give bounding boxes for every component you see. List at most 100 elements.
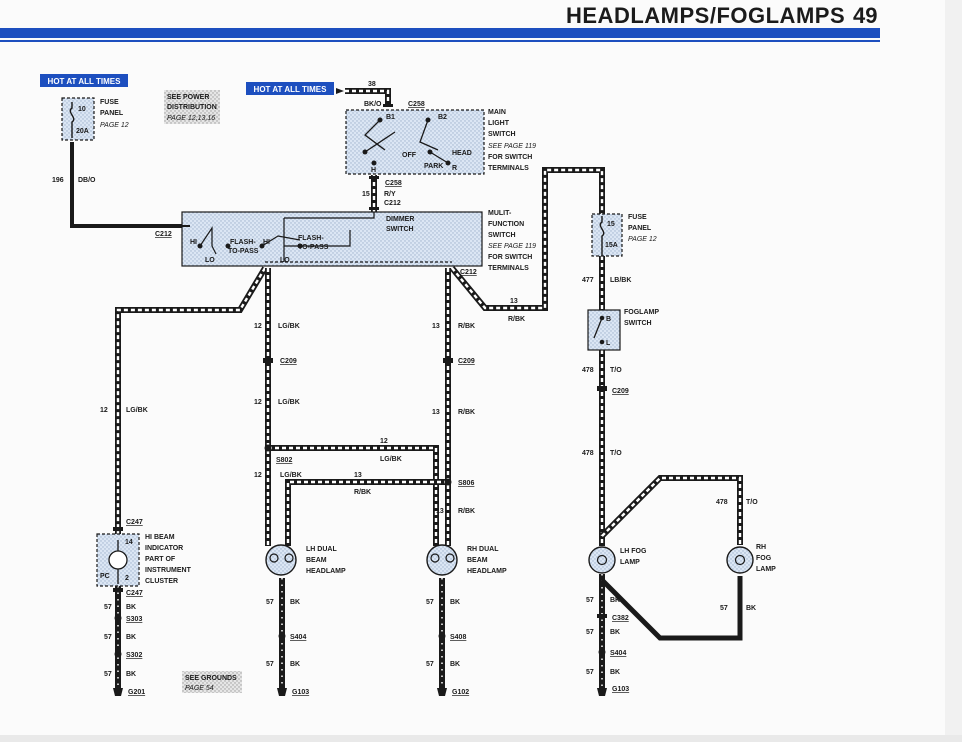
svg-text:C258: C258 — [385, 180, 402, 187]
svg-text:SEE GROUNDS: SEE GROUNDS — [185, 675, 237, 682]
svg-text:PC: PC — [100, 573, 110, 580]
svg-text:SEE POWER: SEE POWER — [167, 94, 209, 101]
svg-text:57: 57 — [586, 669, 594, 676]
svg-text:R/BK: R/BK — [458, 409, 475, 416]
svg-text:HI: HI — [263, 239, 270, 246]
svg-text:14: 14 — [125, 539, 133, 546]
note-grounds: SEE GROUNDS PAGE 54 — [182, 671, 242, 693]
svg-text:B1: B1 — [386, 114, 395, 121]
svg-text:HEADLAMP: HEADLAMP — [467, 568, 507, 575]
svg-text:HI: HI — [190, 239, 197, 246]
svg-text:G103: G103 — [292, 689, 309, 696]
svg-text:PAGE 12: PAGE 12 — [628, 236, 657, 243]
wire-labels: 38 BK/O 196 DB/O 15 R/Y 13 R/BK 477 LB/B… — [52, 81, 758, 678]
svg-text:SWITCH: SWITCH — [386, 226, 414, 233]
svg-text:OFF: OFF — [402, 152, 417, 159]
svg-text:FOGLAMP: FOGLAMP — [624, 309, 659, 316]
svg-text:HOT AT ALL TIMES: HOT AT ALL TIMES — [48, 77, 122, 86]
svg-text:57: 57 — [266, 661, 274, 668]
wire-13-top — [449, 167, 605, 311]
svg-text:13: 13 — [354, 472, 362, 479]
svg-text:C247: C247 — [126, 590, 143, 597]
svg-text:BK/O: BK/O — [364, 101, 382, 108]
svg-text:BK: BK — [610, 629, 620, 636]
svg-text:C209: C209 — [612, 388, 629, 395]
svg-text:57: 57 — [426, 661, 434, 668]
svg-text:FUSE: FUSE — [628, 214, 647, 221]
svg-text:57: 57 — [104, 604, 112, 611]
svg-text:SEE PAGE 119: SEE PAGE 119 — [488, 143, 536, 150]
svg-text:C382: C382 — [612, 615, 629, 622]
svg-text:R/Y: R/Y — [384, 191, 396, 198]
note-power-distribution: SEE POWER DISTRIBUTION PAGE 12,13,16 — [164, 90, 220, 124]
svg-text:15: 15 — [362, 191, 370, 198]
ground-icon — [113, 688, 607, 696]
svg-text:LG/BK: LG/BK — [278, 399, 300, 406]
svg-text:LO: LO — [280, 257, 290, 264]
svg-text:BK: BK — [610, 597, 620, 604]
svg-text:C209: C209 — [280, 358, 297, 365]
svg-text:PARK: PARK — [424, 163, 443, 170]
svg-text:PANEL: PANEL — [628, 225, 652, 232]
page-number: 49 — [853, 3, 878, 28]
multifunction-switch: HI LO HI LO FLASH- TO-PASS FLASH- TO-PAS… — [181, 210, 536, 272]
svg-text:SEE PAGE 119: SEE PAGE 119 — [488, 243, 536, 250]
svg-text:T/O: T/O — [746, 499, 758, 506]
svg-text:FOR SWITCH: FOR SWITCH — [488, 254, 532, 261]
svg-text:FUNCTION: FUNCTION — [488, 221, 524, 228]
svg-text:FLASH-: FLASH- — [230, 239, 256, 246]
svg-text:INDICATOR: INDICATOR — [145, 545, 183, 552]
svg-text:B2: B2 — [438, 114, 447, 121]
svg-text:TERMINALS: TERMINALS — [488, 165, 529, 172]
svg-text:HOT AT ALL TIMES: HOT AT ALL TIMES — [254, 85, 328, 94]
svg-text:MULIT-: MULIT- — [488, 210, 512, 217]
svg-text:478: 478 — [716, 499, 728, 506]
svg-text:LG/BK: LG/BK — [126, 407, 148, 414]
svg-text:13: 13 — [432, 323, 440, 330]
svg-text:S404: S404 — [610, 650, 626, 657]
svg-text:C247: C247 — [126, 519, 143, 526]
svg-text:C212: C212 — [155, 231, 172, 238]
svg-text:FLASH-: FLASH- — [298, 235, 324, 242]
headlamp-icon — [265, 544, 297, 576]
svg-text:R/BK: R/BK — [354, 489, 371, 496]
headlamp-icon — [426, 544, 458, 576]
hot-label-left: HOT AT ALL TIMES — [40, 74, 128, 87]
svg-text:BEAM: BEAM — [306, 557, 327, 564]
svg-text:DISTRIBUTION: DISTRIBUTION — [167, 104, 217, 111]
lh-dual-beam-headlamp: LH DUAL BEAM HEADLAMP — [265, 544, 346, 576]
svg-text:T/O: T/O — [610, 450, 622, 457]
rh-dual-beam-headlamp: RH DUAL BEAM HEADLAMP — [426, 544, 507, 576]
wire-12-cross — [268, 445, 439, 546]
svg-text:57: 57 — [586, 629, 594, 636]
svg-text:TERMINALS: TERMINALS — [488, 265, 529, 272]
svg-text:PAGE 12: PAGE 12 — [100, 122, 129, 129]
svg-text:12: 12 — [254, 472, 262, 479]
svg-text:R: R — [452, 165, 457, 172]
wire-12-left — [115, 266, 268, 534]
svg-text:PAGE 12,13,16: PAGE 12,13,16 — [167, 115, 215, 122]
svg-text:LG/BK: LG/BK — [280, 472, 302, 479]
svg-text:G103: G103 — [612, 686, 629, 693]
wire-196 — [70, 142, 182, 228]
svg-text:BK: BK — [126, 634, 136, 641]
scan-edge-bottom — [0, 735, 962, 742]
svg-text:BEAM: BEAM — [467, 557, 488, 564]
svg-text:BK: BK — [290, 599, 300, 606]
svg-text:TO-PASS: TO-PASS — [228, 248, 259, 255]
svg-text:HEAD: HEAD — [452, 150, 472, 157]
svg-text:BK: BK — [610, 669, 620, 676]
svg-text:196: 196 — [52, 177, 64, 184]
fuse-panel-left: 10 20A FUSE PANEL PAGE 12 — [61, 97, 129, 141]
svg-text:478: 478 — [582, 450, 594, 457]
wire-38 — [345, 88, 391, 104]
svg-text:DIMMER: DIMMER — [386, 216, 414, 223]
main-light-switch: B1 B2 OFF HEAD PARK R H MAIN LIGHT SWITC… — [345, 109, 536, 175]
svg-text:SWITCH: SWITCH — [624, 320, 652, 327]
svg-text:12: 12 — [254, 323, 262, 330]
foglamp-switch: B L FOGLAMP SWITCH — [587, 309, 659, 351]
svg-text:HEADLAMP: HEADLAMP — [306, 568, 346, 575]
ground-wire-rh-fog — [600, 576, 743, 641]
fuse-panel-right: 15 15A FUSE PANEL PAGE 12 — [591, 213, 657, 257]
svg-text:15: 15 — [607, 221, 615, 228]
